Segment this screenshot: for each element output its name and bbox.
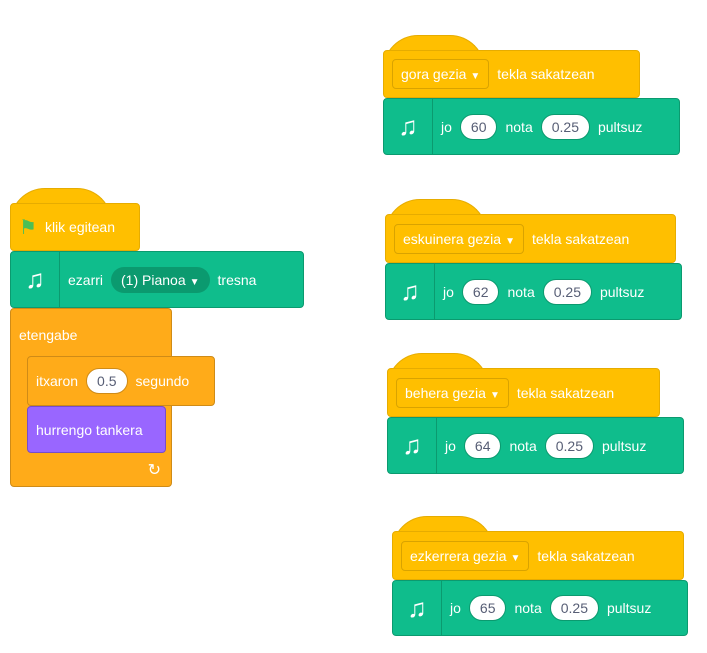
note-input[interactable]: 62	[461, 278, 500, 305]
block-label: pultsuz	[601, 437, 647, 454]
block-label: tresna	[217, 271, 257, 288]
block-label: pultsuz	[606, 600, 652, 616]
block-label: itxaron	[36, 373, 79, 389]
block-label: tekla sakatzean	[497, 66, 595, 82]
note-input[interactable]: 60	[459, 113, 498, 140]
block-label: ezarri	[68, 271, 104, 288]
forever-label: etengabe	[19, 327, 78, 343]
when-key-pressed-block[interactable]: gora gezia▼ tekla sakatzean	[383, 35, 640, 98]
green-flag-icon: ⚑	[19, 216, 37, 239]
beats-input[interactable]: 0.25	[549, 595, 599, 621]
music-notes-icon: ♫	[384, 99, 433, 154]
caret-down-icon: ▼	[189, 276, 200, 288]
block-label: nota	[505, 118, 533, 135]
set-instrument-block[interactable]: ♫ ezarri (1) Pianoa▼ tresna	[10, 251, 304, 308]
key-dropdown[interactable]: behera gezia▼	[396, 377, 509, 408]
instrument-dropdown[interactable]: (1) Pianoa▼	[111, 266, 210, 293]
wait-block[interactable]: itxaron 0.5 segundo	[27, 356, 215, 406]
wait-seconds-input[interactable]: 0.5	[86, 368, 128, 394]
block-label: pultsuz	[599, 283, 645, 300]
when-key-pressed-block[interactable]: ezkerrera gezia▼ tekla sakatzean	[392, 516, 684, 580]
caret-down-icon: ▼	[510, 552, 521, 564]
music-notes-icon: ♫	[386, 264, 435, 319]
caret-down-icon: ▼	[489, 389, 500, 401]
play-note-block[interactable]: ♫ jo 64 nota 0.25 pultsuz	[387, 417, 684, 474]
block-label: tekla sakatzean	[537, 547, 635, 564]
key-dropdown[interactable]: gora gezia▼	[392, 59, 490, 89]
hat-label: klik egitean	[44, 219, 115, 235]
block-label: jo	[443, 283, 454, 300]
play-note-block[interactable]: ♫ jo 65 nota 0.25 pultsuz	[392, 580, 688, 636]
when-key-pressed-block[interactable]: eskuinera gezia▼ tekla sakatzean	[385, 199, 676, 263]
block-label: nota	[509, 437, 537, 454]
when-key-pressed-block[interactable]: behera gezia▼ tekla sakatzean	[387, 353, 660, 417]
dropdown-value: (1) Pianoa	[121, 271, 186, 288]
music-notes-icon: ♫	[393, 581, 442, 635]
block-label: jo	[450, 600, 461, 616]
dropdown-value: gora gezia	[401, 66, 467, 82]
when-flag-clicked-block[interactable]: ⚑ klik egitean	[10, 188, 140, 251]
music-notes-icon: ♫	[388, 418, 437, 473]
block-label: hurrengo tankera	[36, 421, 143, 438]
note-input[interactable]: 65	[468, 595, 507, 621]
caret-down-icon: ▼	[505, 235, 515, 247]
block-label: jo	[445, 437, 456, 454]
dropdown-value: ezkerrera gezia	[410, 547, 507, 564]
key-dropdown[interactable]: ezkerrera gezia▼	[401, 540, 530, 571]
caret-down-icon: ▼	[470, 71, 481, 82]
beats-input[interactable]: 0.25	[544, 432, 594, 459]
block-label: tekla sakatzean	[516, 384, 615, 401]
block-label: jo	[441, 118, 452, 135]
block-label: nota	[507, 283, 535, 300]
note-input[interactable]: 64	[463, 432, 502, 459]
next-costume-block[interactable]: hurrengo tankera	[27, 406, 166, 453]
dropdown-value: eskuinera gezia	[403, 230, 502, 247]
beats-input[interactable]: 0.25	[542, 278, 592, 305]
play-note-block[interactable]: ♫ jo 60 nota 0.25 pultsuz	[383, 98, 680, 155]
play-note-block[interactable]: ♫ jo 62 nota 0.25 pultsuz	[385, 263, 682, 320]
block-label: segundo	[135, 373, 190, 389]
beats-input[interactable]: 0.25	[540, 113, 590, 140]
block-label: tekla sakatzean	[531, 230, 630, 247]
loop-arrow-icon: ↻	[147, 462, 161, 479]
music-notes-icon: ♫	[11, 252, 60, 307]
key-dropdown[interactable]: eskuinera gezia▼	[394, 223, 524, 254]
block-label: nota	[514, 600, 542, 616]
dropdown-value: behera gezia	[405, 384, 486, 401]
block-label: pultsuz	[597, 118, 643, 135]
